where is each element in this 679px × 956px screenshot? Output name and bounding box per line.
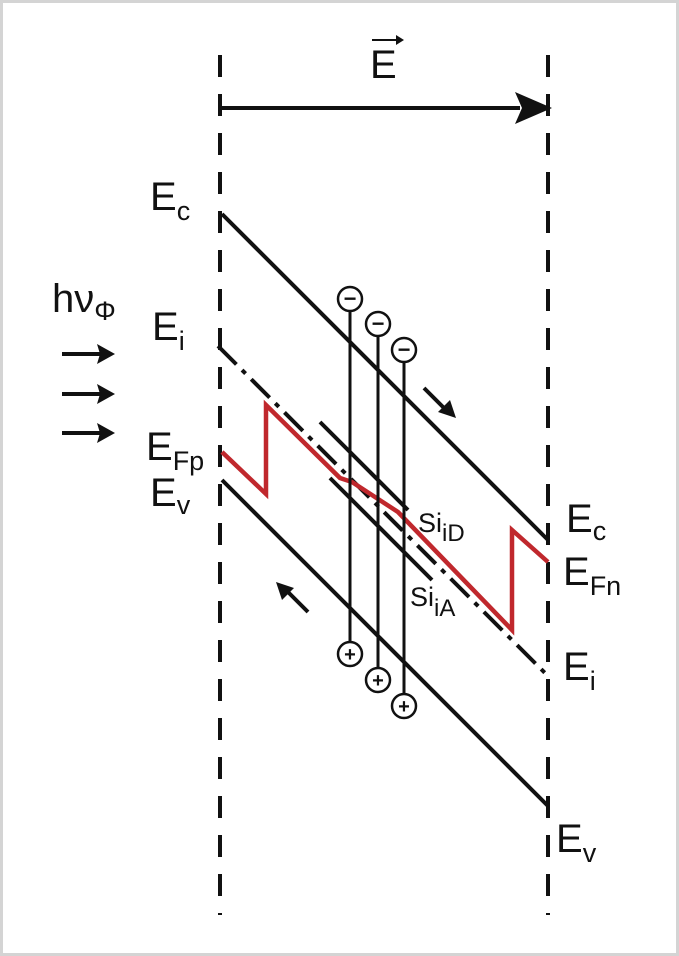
photon-arrow-1-head	[97, 344, 115, 364]
photon-arrow-2-head	[97, 384, 115, 404]
svg-text:−: −	[344, 286, 357, 311]
hole-1: +	[336, 640, 364, 668]
svg-text:+: +	[398, 696, 410, 718]
donor-defect-level	[318, 420, 410, 512]
field-arrow-head	[515, 92, 552, 124]
svg-text:−: −	[398, 337, 411, 362]
electron-3: −	[390, 336, 418, 364]
label-conduction-left: Ec	[150, 175, 190, 226]
label-fermi-p: EFp	[146, 425, 204, 476]
hole-drift-arrow	[284, 588, 310, 614]
svg-text:+: +	[344, 644, 356, 666]
field-vector-head	[396, 35, 404, 45]
electron-drift-arrow	[422, 386, 448, 412]
svg-text:−: −	[372, 311, 385, 336]
acceptor-defect-level	[328, 476, 434, 582]
photon-label: hνΦ	[52, 277, 116, 326]
photon-arrow-3-head	[97, 423, 115, 443]
svg-text:+: +	[372, 670, 384, 692]
label-intrinsic-right: Ei	[563, 645, 596, 696]
label-valence-left: Ev	[150, 471, 191, 520]
conduction-band-line	[220, 212, 550, 542]
photon-arrows	[62, 344, 115, 443]
label-fermi-n: EFn	[563, 550, 621, 601]
label-conduction-right: Ec	[566, 497, 606, 546]
field-label: E	[370, 43, 397, 87]
quasi-fermi-level-line	[220, 399, 550, 636]
electron-drift-arrow-head	[438, 400, 456, 418]
hole-drift-arrow-head	[276, 582, 294, 600]
label-valence-right: Ev	[556, 817, 597, 868]
intrinsic-level-line	[216, 344, 550, 678]
valence-band-line	[220, 478, 550, 808]
electron-1: −	[336, 285, 364, 313]
label-donor-defect: SiiD	[418, 508, 465, 547]
label-acceptor-defect: SiiA	[410, 582, 455, 622]
hole-3: +	[390, 692, 418, 720]
electron-2: −	[364, 310, 392, 338]
label-intrinsic-left: Ei	[152, 305, 185, 356]
hole-2: +	[364, 666, 392, 694]
